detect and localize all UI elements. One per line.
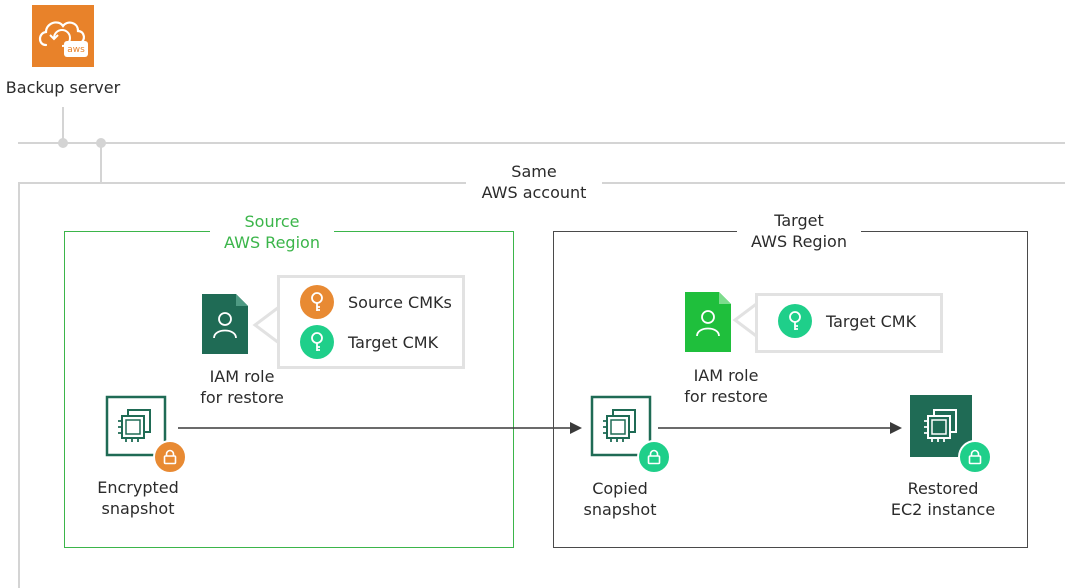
account-border-left bbox=[18, 182, 20, 588]
cmk-label: Target CMK bbox=[348, 332, 439, 352]
copied-snapshot-label: Copied snapshot bbox=[562, 478, 678, 520]
source-region-title-line1: Source bbox=[244, 212, 300, 231]
encrypted-snapshot-line1: Encrypted bbox=[97, 478, 179, 497]
restored-instance-line2: EC2 instance bbox=[890, 500, 996, 519]
lock-icon bbox=[958, 440, 992, 474]
restore-arrow bbox=[658, 422, 902, 434]
connector-dot bbox=[58, 138, 68, 148]
target-cmk-box: Target CMK bbox=[755, 293, 943, 353]
iam-role-icon bbox=[685, 292, 731, 352]
target-region-title: Target AWS Region bbox=[737, 210, 861, 252]
network-line bbox=[18, 142, 1065, 144]
key-icon bbox=[300, 325, 334, 359]
target-region-title-line1: Target bbox=[774, 211, 824, 230]
account-connector bbox=[100, 143, 102, 183]
cmk-label: Source CMKs bbox=[348, 292, 452, 312]
source-cmk-box: Source CMKs Target CMK bbox=[277, 275, 465, 369]
source-iam-label: IAM role for restore bbox=[186, 366, 298, 408]
cmk-label: Target CMK bbox=[826, 311, 917, 331]
copy-arrow bbox=[178, 422, 582, 434]
cmk-row-target: Target CMK bbox=[778, 304, 916, 338]
backup-server-icon: aws bbox=[32, 5, 94, 67]
source-region-title-line2: AWS Region bbox=[224, 233, 320, 252]
account-label: Same AWS account bbox=[466, 161, 602, 203]
source-iam-line1: IAM role bbox=[209, 367, 275, 386]
server-connector bbox=[62, 107, 64, 145]
account-label-line1: Same bbox=[511, 162, 557, 181]
iam-role-icon bbox=[202, 294, 248, 354]
encrypted-snapshot-label: Encrypted snapshot bbox=[80, 477, 196, 519]
copied-snapshot-line1: Copied bbox=[592, 479, 648, 498]
target-iam-label: IAM role for restore bbox=[670, 365, 782, 407]
target-region-title-line2: AWS Region bbox=[751, 232, 847, 251]
source-region-title: Source AWS Region bbox=[210, 211, 334, 253]
callout-pointer bbox=[732, 300, 760, 340]
snapshot-icon bbox=[105, 395, 167, 457]
cmk-row-source: Source CMKs bbox=[300, 285, 452, 319]
backup-server-label: Backup server bbox=[5, 78, 121, 97]
callout-pointer bbox=[252, 305, 280, 345]
target-iam-line2: for restore bbox=[684, 387, 768, 406]
restored-instance-label: Restored EC2 instance bbox=[878, 478, 1008, 520]
key-icon bbox=[300, 285, 334, 319]
lock-icon bbox=[153, 440, 187, 474]
lock-icon bbox=[637, 440, 671, 474]
aws-logo-text: aws bbox=[67, 45, 85, 55]
key-icon bbox=[778, 304, 812, 338]
copied-snapshot-line2: snapshot bbox=[583, 500, 657, 519]
source-iam-line2: for restore bbox=[200, 388, 284, 407]
target-iam-line1: IAM role bbox=[693, 366, 759, 385]
encrypted-snapshot-line2: snapshot bbox=[101, 499, 175, 518]
cmk-row-target: Target CMK bbox=[300, 325, 438, 359]
restored-instance-line1: Restored bbox=[907, 479, 979, 498]
account-label-line2: AWS account bbox=[481, 183, 587, 202]
